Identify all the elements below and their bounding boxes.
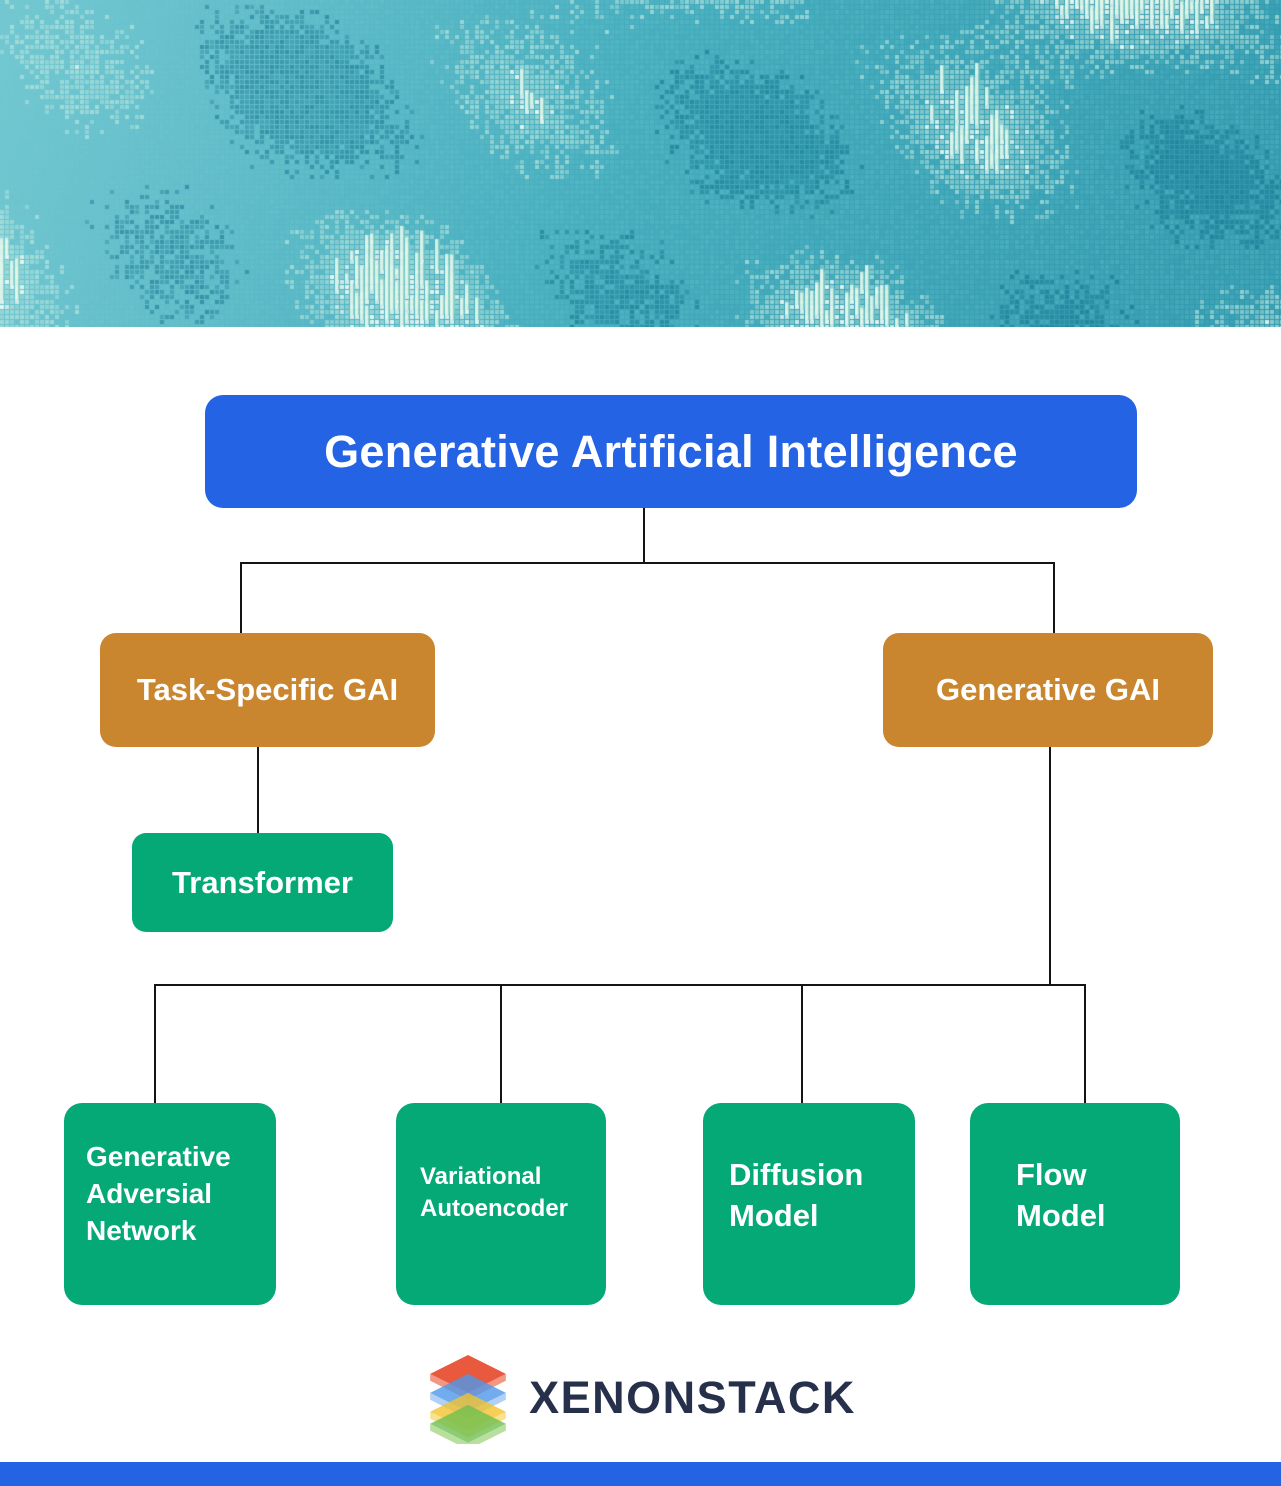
- connector-drop-task-specific: [240, 562, 242, 633]
- xenonstack-wordmark: XENONSTACK: [529, 1372, 856, 1423]
- node-variational-autoencoder: Variational Autoencoder: [396, 1103, 606, 1305]
- node-transformer: Transformer: [132, 833, 393, 932]
- connector-root-stem: [643, 508, 645, 562]
- node-generative-artificial-intelligence: Generative Artificial Intelligence: [205, 395, 1137, 508]
- node-generative-adversial-network: Generative Adversial Network: [64, 1103, 276, 1305]
- connector-drop-diffusion: [801, 984, 803, 1103]
- footer-accent-bar: [0, 1462, 1281, 1486]
- connector-generative-stem: [1049, 747, 1051, 984]
- brand-logo: XENONSTACK: [0, 1352, 1281, 1444]
- connector-drop-gan: [154, 984, 156, 1103]
- node-flow-model: Flow Model: [970, 1103, 1180, 1305]
- connector-drop-flow: [1084, 984, 1086, 1103]
- connector-top-horizontal: [240, 562, 1055, 564]
- connector-drop-generative: [1053, 562, 1055, 633]
- connector-bottom-horizontal: [154, 984, 1086, 986]
- xenonstack-stacked-layers-icon: [430, 1355, 506, 1444]
- node-generative-gai: Generative GAI: [883, 633, 1213, 747]
- node-task-specific-gai: Task-Specific GAI: [100, 633, 435, 747]
- node-diffusion-model: Diffusion Model: [703, 1103, 915, 1305]
- connector-drop-vae: [500, 984, 502, 1103]
- hero-voxel-landscape-image: [0, 0, 1281, 327]
- connector-task-to-transformer: [257, 747, 259, 833]
